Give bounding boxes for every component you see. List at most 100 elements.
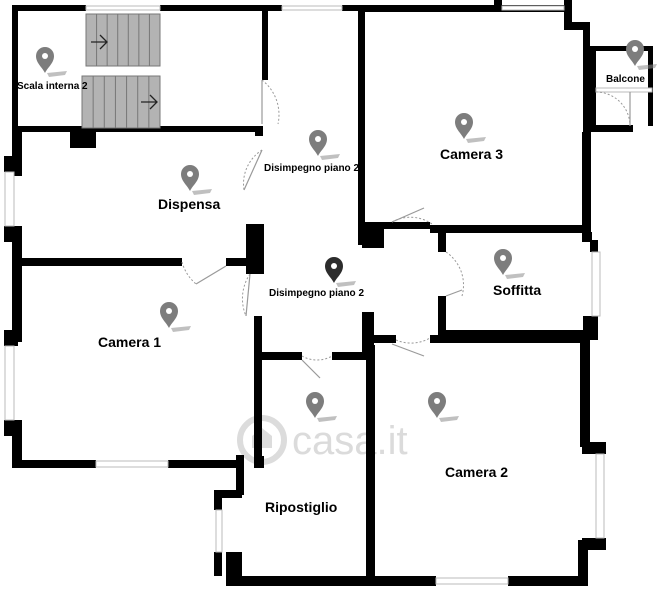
- window: [4, 345, 15, 421]
- window: [4, 171, 15, 227]
- map-pin-icon[interactable]: [306, 392, 337, 422]
- window: [435, 577, 509, 585]
- arrow-right-icon: [141, 94, 158, 110]
- wall: [12, 5, 86, 11]
- window: [95, 460, 169, 468]
- door-swing: [301, 355, 333, 361]
- wall: [374, 335, 396, 343]
- wall: [366, 345, 375, 583]
- wall: [583, 22, 590, 140]
- wall: [12, 460, 96, 468]
- wall: [430, 335, 586, 343]
- wall: [160, 5, 268, 11]
- door-swing: [261, 79, 280, 125]
- wall: [226, 258, 264, 266]
- room-label-disimpegno-center: Disimpegno piano 2: [269, 288, 364, 299]
- map-pin-icon[interactable]: [626, 40, 657, 70]
- room-label-ripostiglio: Ripostiglio: [265, 499, 337, 515]
- wall: [582, 132, 591, 240]
- arrow-right-icon: [91, 34, 108, 50]
- room-label-balcone: Balcone: [606, 74, 645, 85]
- wall: [564, 0, 572, 30]
- wall: [214, 552, 222, 576]
- wall: [648, 46, 653, 126]
- wall: [12, 126, 262, 132]
- wall: [70, 130, 96, 148]
- wall: [342, 5, 366, 11]
- wall: [214, 490, 222, 510]
- wall: [4, 156, 18, 172]
- wall: [590, 46, 650, 51]
- wall: [12, 420, 22, 468]
- wall: [362, 312, 374, 352]
- window: [595, 453, 605, 539]
- wall: [582, 232, 592, 242]
- door-swing: [181, 261, 197, 285]
- wall: [430, 225, 590, 233]
- map-pin-icon[interactable]: [160, 302, 191, 332]
- wall: [583, 316, 598, 340]
- wall: [362, 228, 384, 248]
- door-leaf: [245, 273, 251, 317]
- door-leaf: [391, 207, 425, 223]
- window: [85, 5, 161, 11]
- wall: [260, 352, 302, 360]
- wall: [262, 5, 268, 80]
- door-leaf: [445, 289, 463, 297]
- door-swing: [391, 216, 433, 225]
- wall: [262, 5, 282, 11]
- wall: [254, 456, 264, 468]
- map-pin-icon-selected[interactable]: [325, 257, 356, 287]
- map-pins: [36, 40, 657, 422]
- room-label-camera-2: Camera 2: [445, 464, 508, 480]
- map-pin-icon[interactable]: [494, 249, 525, 279]
- door-leaf: [301, 359, 321, 379]
- map-pin-icon[interactable]: [455, 113, 486, 143]
- door-leaf: [391, 343, 425, 357]
- wall: [214, 490, 242, 498]
- wall: [358, 5, 498, 12]
- room-label-scala-interna: Scala interna 2: [17, 81, 88, 92]
- wall: [582, 442, 606, 454]
- wall: [12, 226, 22, 266]
- window: [215, 509, 223, 553]
- map-pin-icon[interactable]: [36, 47, 67, 77]
- watermark-text: casa.it: [292, 419, 408, 463]
- wall: [4, 330, 18, 346]
- stairs: [81, 13, 161, 129]
- room-label-camera-1: Camera 1: [98, 334, 161, 350]
- wall: [590, 240, 598, 252]
- room-label-camera-3: Camera 3: [440, 146, 503, 162]
- wall: [590, 46, 596, 132]
- map-pin-icon[interactable]: [181, 165, 212, 195]
- wall: [246, 224, 264, 274]
- wall: [438, 230, 446, 252]
- wall: [255, 126, 263, 136]
- door-leaf: [195, 265, 227, 285]
- map-pin-icon[interactable]: [428, 392, 459, 422]
- wall: [438, 330, 588, 338]
- wall: [236, 455, 244, 495]
- wall: [358, 222, 430, 229]
- room-label-soffitta: Soffitta: [493, 282, 541, 298]
- room-labels: Scala interna 2 Balcone Disimpegno piano…: [17, 74, 645, 515]
- door-swing: [243, 149, 263, 191]
- room-label-dispensa: Dispensa: [158, 196, 220, 212]
- door-swing: [595, 91, 631, 127]
- wall: [583, 125, 633, 132]
- stair-steps: [96, 14, 150, 66]
- wall: [438, 296, 446, 338]
- stair-flight: [85, 13, 161, 67]
- wall: [578, 540, 588, 586]
- door-swing: [445, 251, 465, 297]
- wall: [12, 258, 182, 266]
- map-pin-icon[interactable]: [309, 130, 340, 160]
- room-label-disimpegno-top: Disimpegno piano 2: [264, 163, 359, 174]
- wall: [168, 460, 238, 468]
- window: [281, 5, 343, 11]
- wall: [254, 316, 262, 466]
- walls: [4, 0, 653, 586]
- doors: [181, 79, 631, 379]
- watermark: casa.it: [237, 415, 408, 465]
- window: [595, 87, 653, 93]
